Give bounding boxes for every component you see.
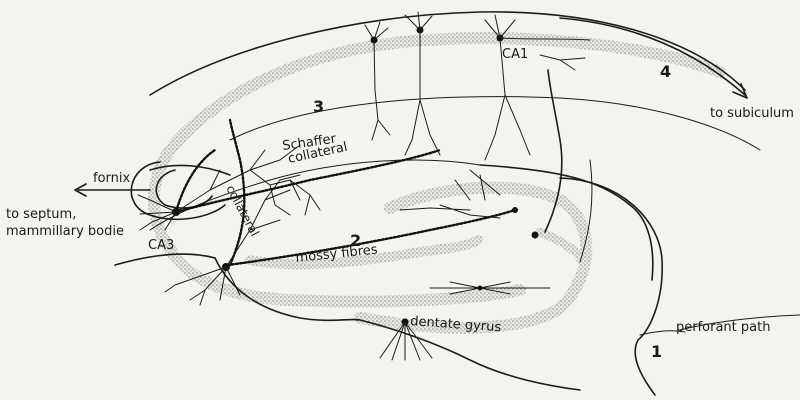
label-to-subiculum: to subiculum xyxy=(710,106,794,121)
region-number-2: 2 xyxy=(350,231,361,250)
label-perforant-path: perforant path xyxy=(676,320,770,335)
dentate-hilus-strip xyxy=(540,232,582,262)
region-number-3: 3 xyxy=(313,97,324,116)
label-collateral-rotated: collateral xyxy=(223,183,261,239)
hilar-cells xyxy=(400,170,539,239)
pyramidal-cell-layer xyxy=(154,38,720,301)
label-ca3: CA3 xyxy=(148,238,174,253)
label-fornix: fornix xyxy=(93,171,130,186)
region-number-4: 4 xyxy=(660,62,671,81)
label-mammillary-bodies: mammillary bodie xyxy=(6,224,124,239)
label-to-septum: to septum, xyxy=(6,207,76,222)
label-ca1: CA1 xyxy=(502,47,528,62)
label-dentate-gyrus: dentate gyrus xyxy=(410,314,502,335)
region-number-1: 1 xyxy=(651,342,662,361)
